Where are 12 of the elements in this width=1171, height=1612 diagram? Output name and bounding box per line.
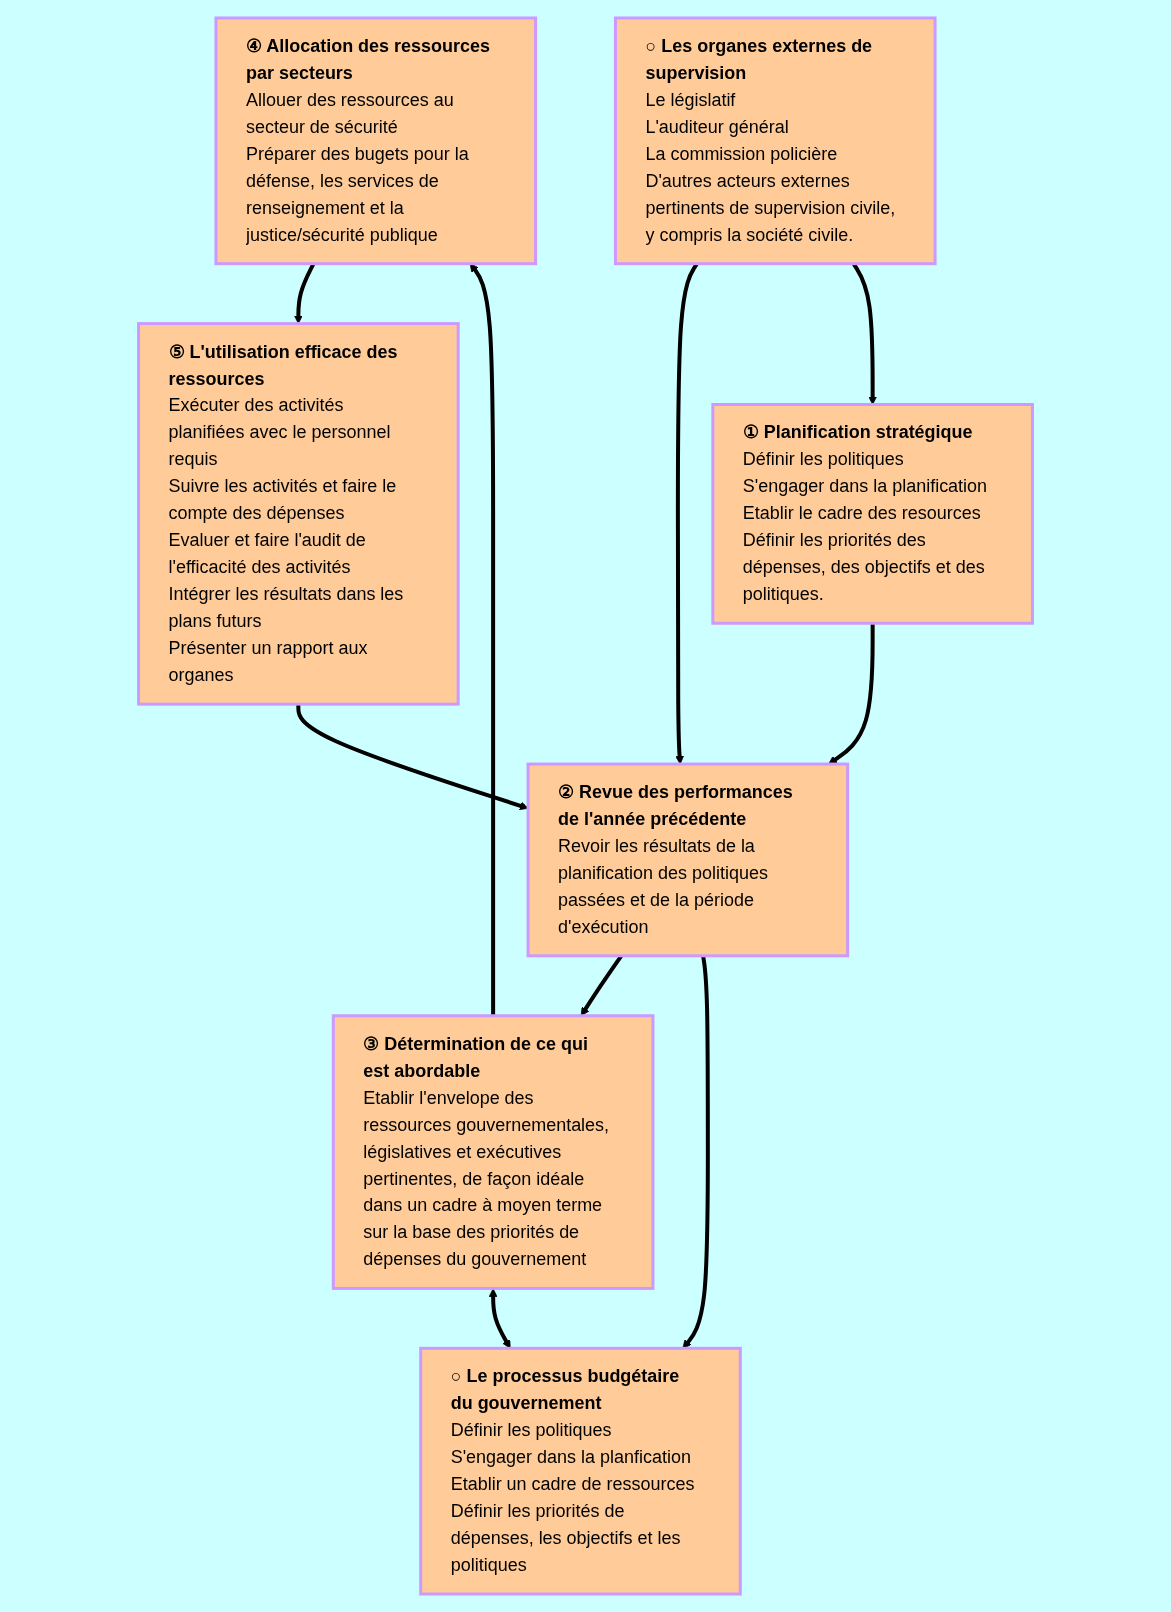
node-box: ④ Allocation des ressources par secteurs Allouer des ressources au secteur de sécurité Préparer des bugets pour la défense, les services de renseignement et la justice/sécurité publique [214, 16, 538, 266]
arrow [296, 704, 529, 811]
arrow [828, 623, 875, 765]
arrow [682, 955, 710, 1349]
node-box: ○ Le processus budgétaire du gouvernement Définir les politiques S'engager dans la planfication Etablir un cadre de ressources Définir les priorités de dépenses, les objectifs et les politiques [419, 1346, 742, 1596]
arrow [469, 263, 496, 1016]
node-box: ① Planification stratégique Définir les politiques S'engager dans la planification Etablir le cadre des resources Définir les priorités des dépenses, des objectifs et des politiques. [711, 403, 1034, 625]
node-box: ○ Les organes externes de supervision Le législatif L'auditeur général La commission policière D'autres acteurs externes pertinents de supervision civile, y compris la société civile. [613, 16, 937, 266]
node-box: ⑤ L'utilisation efficace des ressources Exécuter des activités planifiées avec le personnel requis Suivre les activités et faire le compte des dépenses Evaluer et faire l'audit de l'efficacité des activités Intégrer les résultats dans les plans futurs Présenter un rapport aux organes [137, 322, 460, 706]
node-box: ② Revue des performances de l'année précédente Revoir les résultats de la planification des politiques passées et de la période d'exécution [526, 762, 850, 958]
node-box: ③ Détermination de ce qui est abordable Etablir l'envelope des ressources gouvernementales, législatives et exécutives pertinentes, de façon idéale dans un cadre à moyen terme sur la base des priorités de dépenses du gouvernement [331, 1014, 655, 1290]
arrow [488, 1288, 511, 1349]
